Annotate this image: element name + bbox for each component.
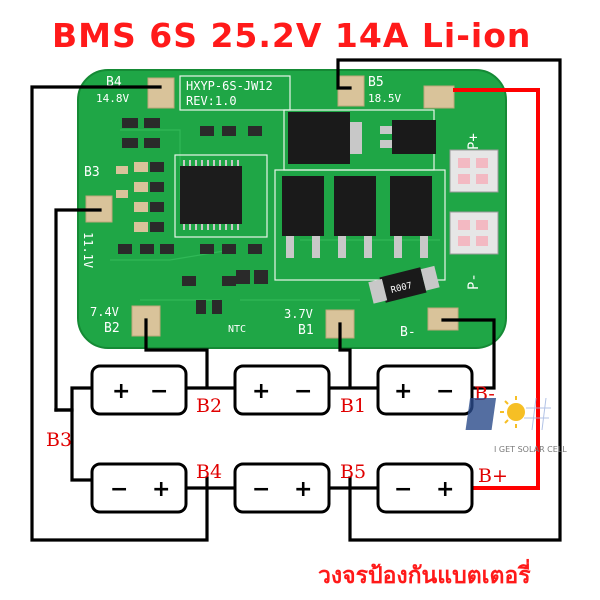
cell-3-bottom: − +	[376, 462, 474, 514]
svg-text:18.5V: 18.5V	[368, 92, 401, 105]
mosfet-row	[282, 176, 432, 258]
cell-1-bottom: − +	[90, 462, 188, 514]
svg-text:+: +	[252, 379, 270, 404]
svg-text:7.4V: 7.4V	[90, 305, 119, 319]
cell-2-bottom: − +	[233, 462, 331, 514]
pad-b4: B4 14.8V	[96, 75, 175, 109]
pad-p-plus	[423, 85, 455, 109]
pad-b5: B5 18.5V	[337, 75, 401, 107]
p-plus-label: P+	[466, 133, 482, 150]
positive-wire	[453, 88, 540, 490]
sun-icon	[500, 396, 525, 428]
cell-row-bottom: − + − + − +	[90, 462, 474, 514]
shunt-resistor: R007	[368, 265, 440, 304]
cell-2-top: + −	[233, 364, 331, 416]
control-ic	[180, 160, 242, 230]
svg-text:3.7V: 3.7V	[284, 307, 313, 321]
pad-b1: 3.7V B1	[284, 307, 355, 339]
svg-text:+: +	[112, 379, 130, 404]
node-label-b5: B5	[340, 461, 366, 483]
board-model: HXYP-6S-JW12	[186, 79, 273, 93]
svg-text:−: −	[150, 379, 168, 404]
svg-text:−: −	[436, 379, 454, 404]
svg-text:B-: B-	[400, 325, 416, 340]
svg-text:B2: B2	[104, 321, 120, 336]
p-minus-label: P-	[466, 273, 482, 290]
board-ntc-label: NTC	[228, 324, 246, 335]
node-labels: B2 B1 B- B3 B4 B5 B+	[46, 383, 508, 487]
svg-text:B3: B3	[84, 165, 100, 180]
pad-b2: 7.4V B2	[90, 305, 161, 337]
svg-text:−: −	[394, 477, 412, 502]
output-connector	[449, 149, 499, 255]
diagram-title: BMS 6S 25.2V 14A Li-ion	[52, 16, 532, 55]
svg-text:+: +	[152, 477, 170, 502]
svg-text:+: +	[436, 477, 454, 502]
svg-text:−: −	[252, 477, 270, 502]
node-label-b3: B3	[46, 429, 72, 451]
cell-3-top: + −	[376, 364, 474, 416]
svg-text:14.8V: 14.8V	[96, 92, 129, 105]
svg-text:B5: B5	[368, 75, 384, 90]
svg-text:−: −	[110, 477, 128, 502]
node-label-b4: B4	[196, 461, 222, 483]
cell-1-top: + −	[90, 364, 188, 416]
node-label-b-plus: B+	[478, 465, 508, 487]
node-label-b1: B1	[340, 395, 366, 417]
svg-text:+: +	[394, 379, 412, 404]
watermark-text: I GET SOLAR CELL	[494, 445, 567, 454]
bms-board: HXYP-6S-JW12 REV:1.0 NTC B4 14.8V B5 18.…	[77, 69, 507, 349]
mosfet-top	[288, 112, 436, 164]
svg-text:+: +	[294, 477, 312, 502]
smd-components	[116, 118, 268, 314]
diagram-footer-caption: วงจรป้องกันแบตเตอรี่	[318, 563, 531, 589]
solar-watermark: I GET SOLAR CELL	[465, 396, 567, 454]
black-wires	[30, 58, 562, 542]
cell-row-top: + − + − + −	[90, 364, 474, 416]
node-label-b2: B2	[196, 395, 222, 417]
solar-panel-icon	[465, 397, 551, 431]
svg-text:B1: B1	[298, 323, 314, 338]
board-revision: REV:1.0	[186, 94, 237, 108]
svg-text:−: −	[294, 379, 312, 404]
svg-text:11.1V: 11.1V	[81, 232, 95, 268]
